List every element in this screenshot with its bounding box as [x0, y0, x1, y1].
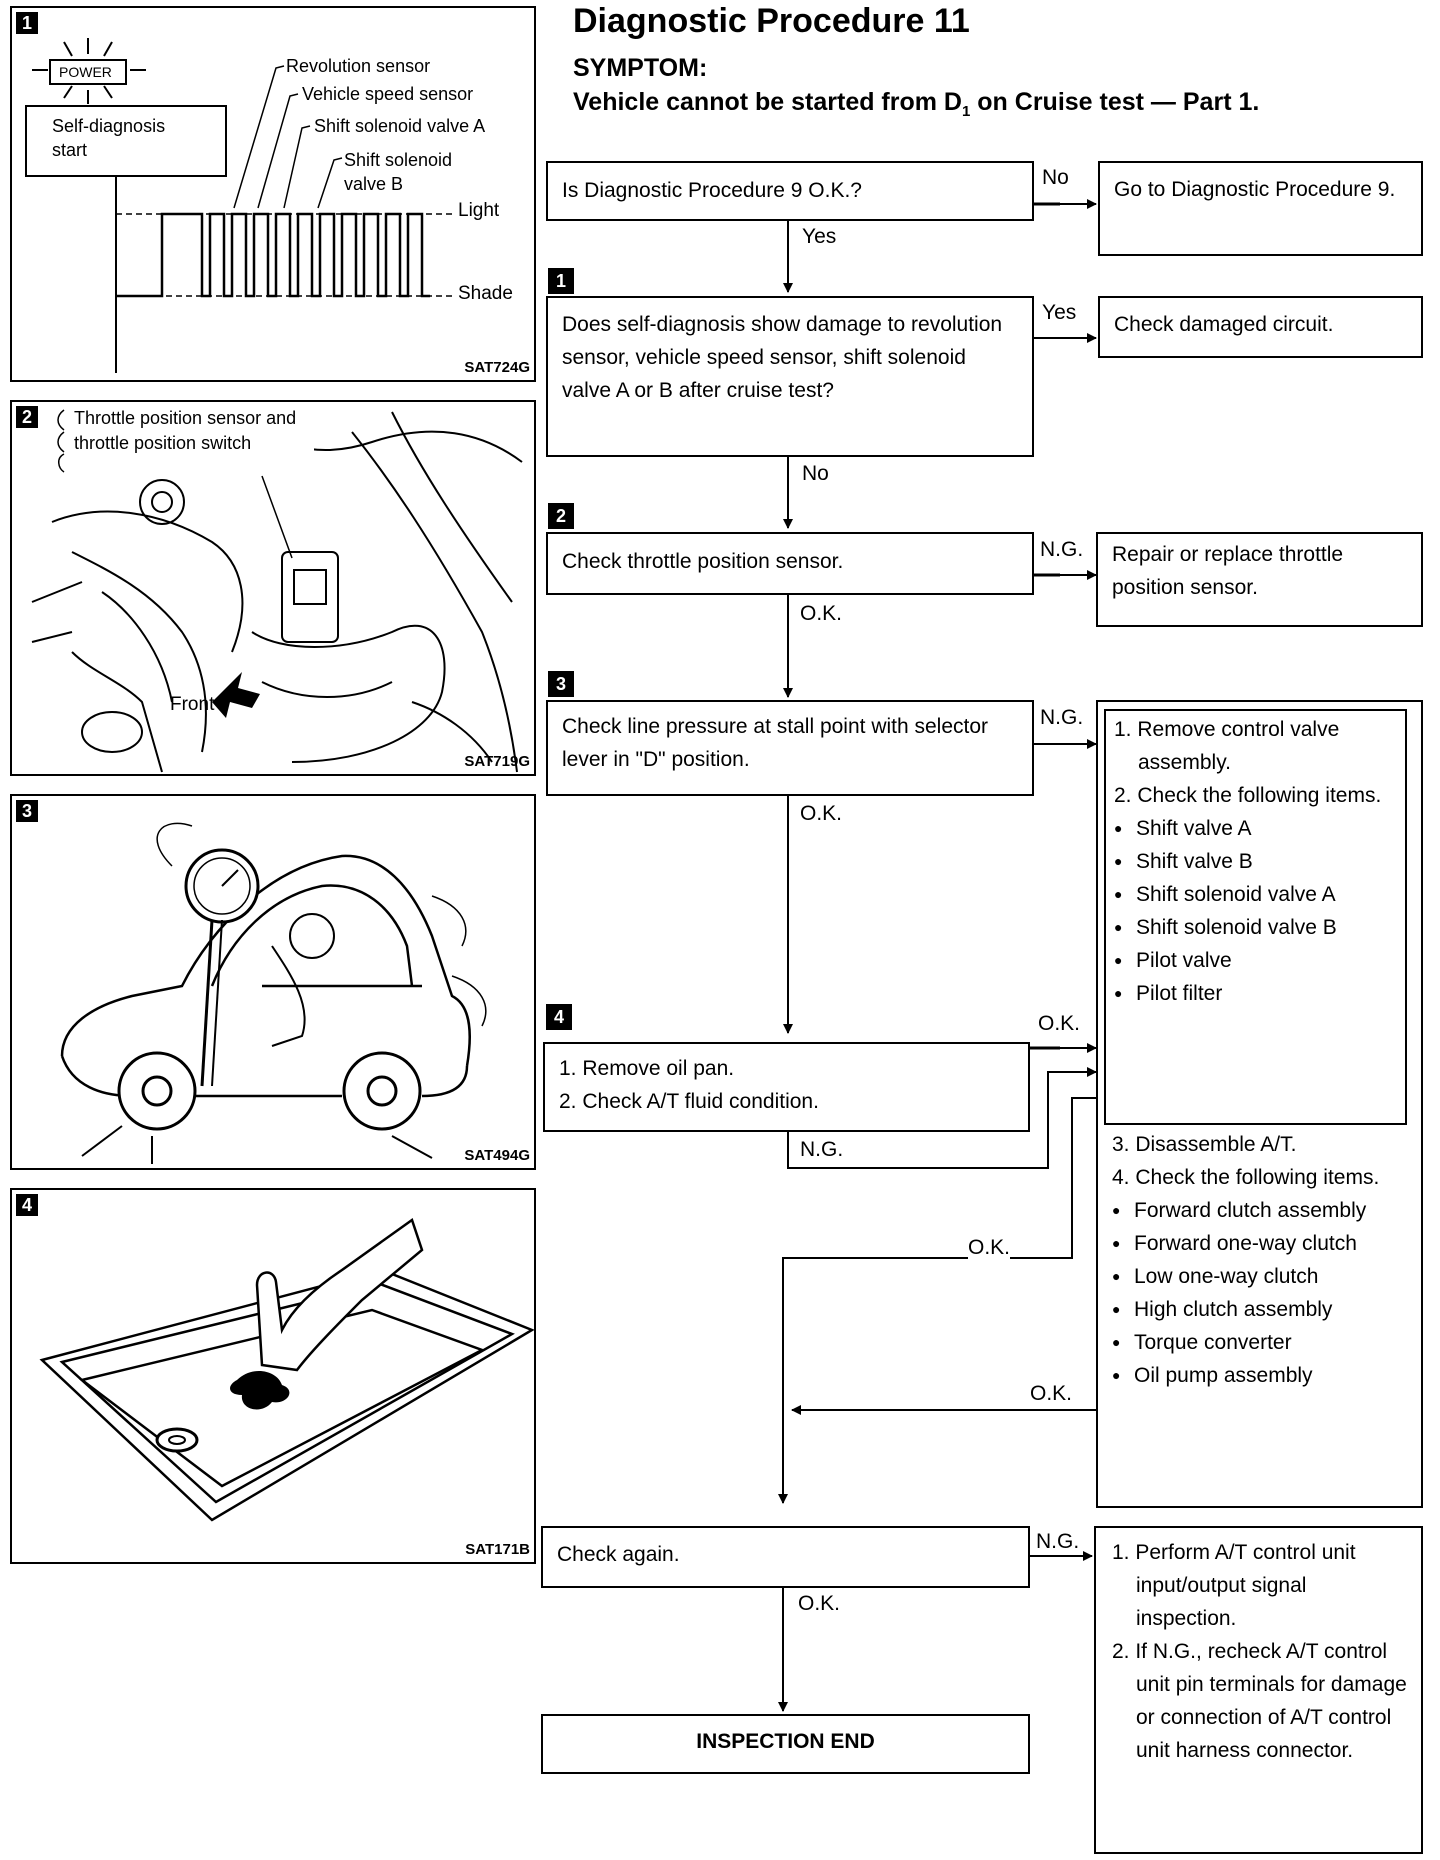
bullet-item: Shift valve B [1114, 845, 1397, 878]
bullet-item: Pilot valve [1114, 944, 1397, 977]
q2-ok-label: O.K. [800, 602, 842, 626]
remove-oil-pan-check: 1. Remove oil pan. 2. Check A/T fluid co… [543, 1042, 1030, 1132]
bullet-item: High clutch assembly [1112, 1293, 1406, 1326]
question-self-diagnosis: Does self-diagnosis show damage to revol… [546, 296, 1034, 457]
numbered-item: 4. Check the following items. [1112, 1161, 1406, 1194]
action-signal-inspection: 1. Perform A/T control unit input/output… [1094, 1526, 1423, 1854]
bullet-item: Shift valve A [1114, 812, 1397, 845]
numbered-item: 2. If N.G., recheck A/T control unit pin… [1112, 1635, 1411, 1767]
bullet-item: Shift solenoid valve B [1114, 911, 1397, 944]
numbered-item: 1. Perform A/T control unit input/output… [1112, 1536, 1411, 1635]
bullet-item: Oil pump assembly [1112, 1359, 1406, 1392]
action-repair-throttle-sensor: Repair or replace throttle position sens… [1096, 532, 1423, 627]
outer-action-text: 3. Disassemble A/T.4. Check the followin… [1104, 1128, 1414, 1392]
q4-ok-label: O.K. [1038, 1012, 1080, 1036]
signal-inspection-list: 1. Perform A/T control unit input/output… [1112, 1536, 1411, 1767]
bullet-item: Pilot filter [1114, 977, 1397, 1010]
q3-ng-label: N.G. [1040, 706, 1083, 730]
numbered-item: 3. Disassemble A/T. [1112, 1128, 1406, 1161]
question-procedure-9: Is Diagnostic Procedure 9 O.K.? [546, 161, 1034, 221]
q5-ng-label: N.G. [1036, 1530, 1079, 1554]
bullet-item: Shift solenoid valve A [1114, 878, 1397, 911]
step-badge-3: 3 [548, 671, 574, 697]
check-throttle-position-sensor: Check throttle position sensor. [546, 532, 1034, 595]
action-check-damaged-circuit: Check damaged circuit. [1098, 296, 1423, 358]
q4-ng-label: N.G. [800, 1138, 843, 1162]
step-badge-2: 2 [548, 503, 574, 529]
q2-ng-label: N.G. [1040, 538, 1083, 562]
inner-action-list: 1. Remove control valve assembly.2. Chec… [1114, 713, 1397, 1010]
q4-line-1: 1. Remove oil pan. [559, 1052, 1014, 1085]
action-control-valve-inner: 1. Remove control valve assembly.2. Chec… [1104, 709, 1407, 1125]
step-badge-4: 4 [546, 1004, 572, 1030]
outer-action-list: 3. Disassemble A/T.4. Check the followin… [1112, 1128, 1406, 1392]
inner-ok-label: O.K. [968, 1236, 1010, 1260]
step-badge-1: 1 [548, 268, 574, 294]
q1-no-label: No [802, 462, 829, 486]
q0-no-label: No [1042, 166, 1069, 190]
bullet-item: Torque converter [1112, 1326, 1406, 1359]
q0-yes-label: Yes [802, 225, 836, 249]
action-go-to-procedure-9: Go to Diagnostic Procedure 9. [1098, 161, 1423, 256]
numbered-item: 2. Check the following items. [1114, 779, 1397, 812]
outer-ok-label: O.K. [1030, 1382, 1072, 1406]
bullet-item: Forward one-way clutch [1112, 1227, 1406, 1260]
bullet-item: Forward clutch assembly [1112, 1194, 1406, 1227]
bullet-item: Low one-way clutch [1112, 1260, 1406, 1293]
q3-ok-label: O.K. [800, 802, 842, 826]
q5-ok-label: O.K. [798, 1592, 840, 1616]
check-line-pressure: Check line pressure at stall point with … [546, 700, 1034, 796]
q4-line-2: 2. Check A/T fluid condition. [559, 1085, 1014, 1118]
numbered-item: 1. Remove control valve assembly. [1114, 713, 1397, 779]
inspection-end: INSPECTION END [541, 1714, 1030, 1774]
q1-yes-label: Yes [1042, 301, 1076, 325]
check-again: Check again. [541, 1526, 1030, 1588]
